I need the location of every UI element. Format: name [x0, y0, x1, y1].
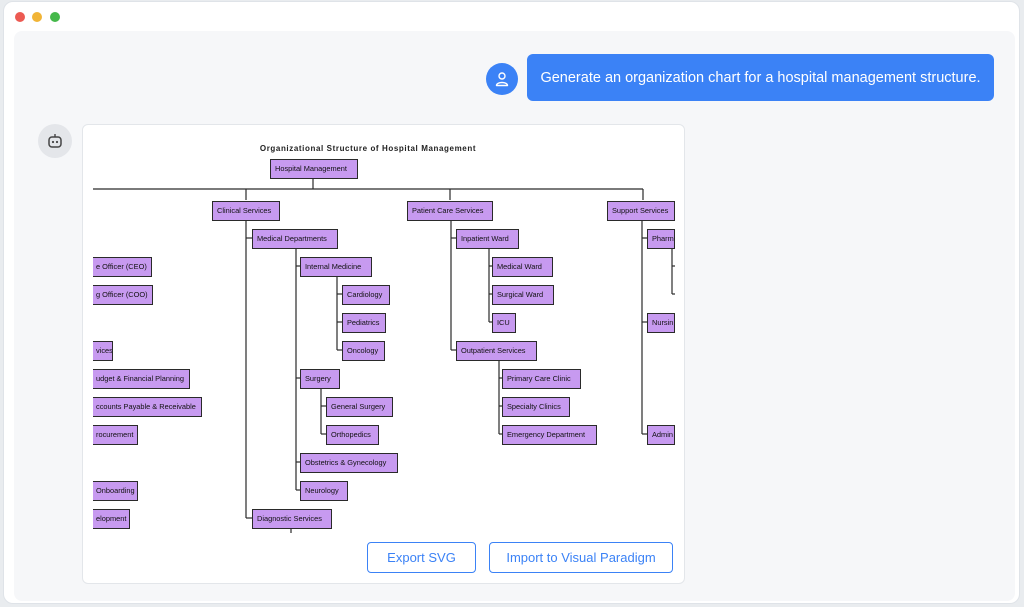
- node-pediatrics[interactable]: Pediatrics: [342, 313, 386, 333]
- app-window: Generate an organization chart for a hos…: [3, 1, 1020, 604]
- chat-area: Generate an organization chart for a hos…: [14, 31, 1015, 601]
- node-inpatient-ward[interactable]: Inpatient Ward: [456, 229, 519, 249]
- node-orthopedics[interactable]: Orthopedics: [326, 425, 379, 445]
- node-coo[interactable]: g Officer (COO): [93, 285, 153, 305]
- chart-title: Organizational Structure of Hospital Man…: [259, 144, 477, 153]
- maximize-window-button[interactable]: [50, 12, 60, 22]
- node-surgery[interactable]: Surgery: [300, 369, 340, 389]
- node-procurement[interactable]: rocurement: [93, 425, 138, 445]
- node-clinical-services[interactable]: Clinical Services: [212, 201, 280, 221]
- node-accounts-payable[interactable]: ccounts Payable & Receivable: [93, 397, 202, 417]
- node-onboarding[interactable]: Onboarding: [93, 481, 138, 501]
- node-primary-care-clinic[interactable]: Primary Care Clinic: [502, 369, 581, 389]
- node-diagnostic-services[interactable]: Diagnostic Services: [252, 509, 332, 529]
- node-ceo[interactable]: e Officer (CEO): [93, 257, 152, 277]
- node-specialty-clinics[interactable]: Specialty Clinics: [502, 397, 570, 417]
- node-medical-departments[interactable]: Medical Departments: [252, 229, 338, 249]
- node-surgical-ward[interactable]: Surgical Ward: [492, 285, 554, 305]
- response-card: Organizational Structure of Hospital Man…: [82, 124, 685, 584]
- title-bar: [4, 2, 1019, 30]
- node-icu[interactable]: ICU: [492, 313, 516, 333]
- node-pharmacy[interactable]: Pharm: [647, 229, 675, 249]
- import-visual-paradigm-button[interactable]: Import to Visual Paradigm: [489, 542, 673, 573]
- close-window-button[interactable]: [15, 12, 25, 22]
- node-internal-medicine[interactable]: Internal Medicine: [300, 257, 372, 277]
- bot-avatar: [38, 124, 72, 158]
- robot-icon: [48, 134, 62, 148]
- node-outpatient-services[interactable]: Outpatient Services: [456, 341, 537, 361]
- node-cardiology[interactable]: Cardiology: [342, 285, 390, 305]
- node-development[interactable]: elopment: [93, 509, 130, 529]
- node-vices[interactable]: vices: [93, 341, 113, 361]
- org-chart[interactable]: Organizational Structure of Hospital Man…: [93, 133, 675, 533]
- node-oncology[interactable]: Oncology: [342, 341, 385, 361]
- user-message-bubble: Generate an organization chart for a hos…: [527, 54, 994, 101]
- node-medical-ward[interactable]: Medical Ward: [492, 257, 553, 277]
- node-administration[interactable]: Admin: [647, 425, 675, 445]
- node-general-surgery[interactable]: General Surgery: [326, 397, 393, 417]
- node-support-services[interactable]: Support Services: [607, 201, 675, 221]
- node-hospital-management[interactable]: Hospital Management: [270, 159, 358, 179]
- node-neurology[interactable]: Neurology: [300, 481, 348, 501]
- user-avatar: [486, 63, 518, 95]
- node-emergency-department[interactable]: Emergency Department: [502, 425, 597, 445]
- org-chart-connectors: [93, 177, 675, 533]
- node-budget-planning[interactable]: udget & Financial Planning: [93, 369, 190, 389]
- export-svg-button[interactable]: Export SVG: [367, 542, 476, 573]
- node-patient-care-services[interactable]: Patient Care Services: [407, 201, 493, 221]
- minimize-window-button[interactable]: [32, 12, 42, 22]
- node-obstetrics-gynecology[interactable]: Obstetrics & Gynecology: [300, 453, 398, 473]
- node-nursing[interactable]: Nursin: [647, 313, 675, 333]
- user-icon: [495, 72, 509, 87]
